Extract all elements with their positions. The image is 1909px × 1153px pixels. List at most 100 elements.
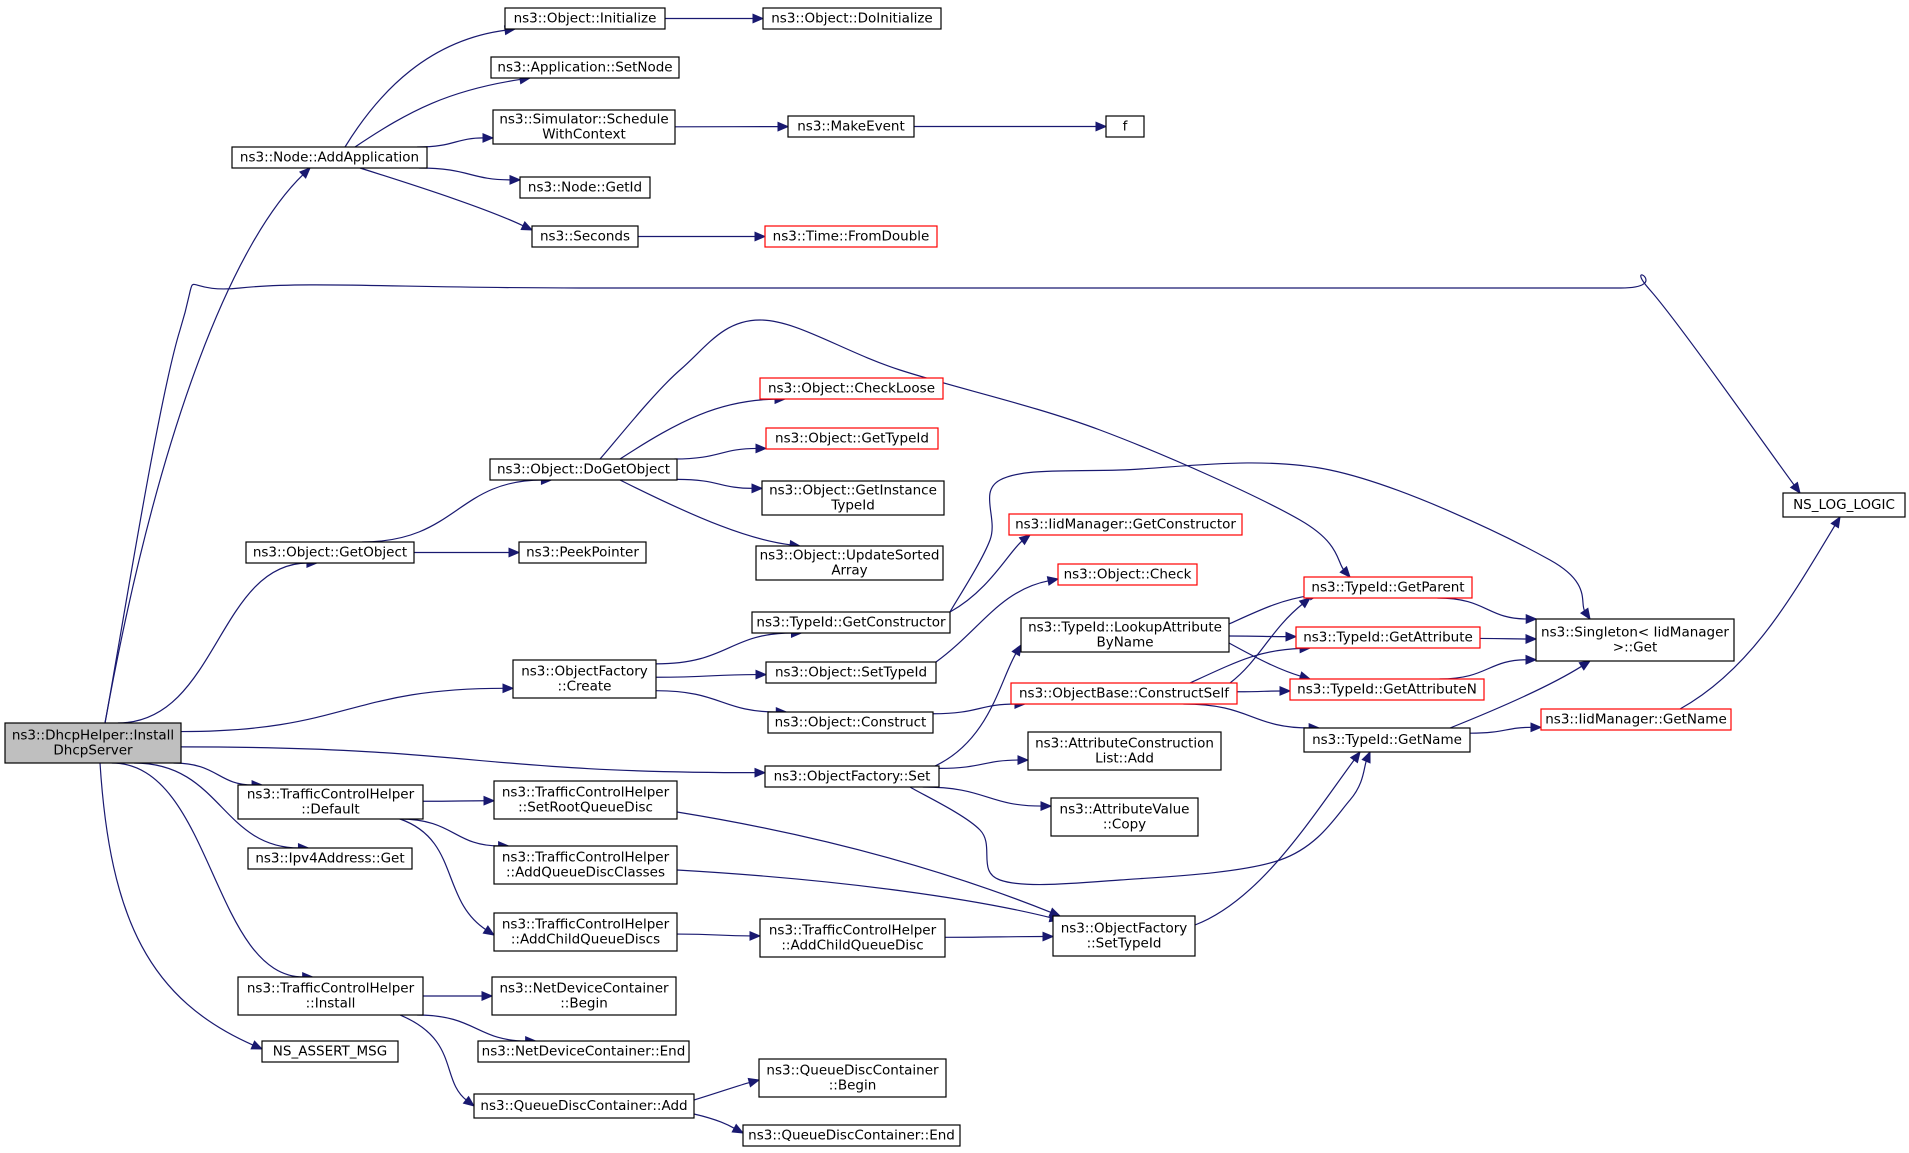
edge-line	[1236, 690, 1282, 693]
node-label: ns3::TypeId::GetParent	[1311, 580, 1464, 596]
node-iid_getname[interactable]: ns3::IidManager::GetName	[1540, 708, 1732, 731]
node-tch_default[interactable]: ns3::TrafficControlHelper::Default	[237, 784, 424, 820]
edge-line	[180, 687, 505, 733]
node-typeid_getname[interactable]: ns3::TypeId::GetName	[1303, 727, 1471, 753]
node-app_setnode[interactable]: ns3::Application::SetNode	[490, 56, 680, 79]
node-label: List::Add	[1095, 751, 1154, 767]
node-tch_addchild[interactable]: ns3::TrafficControlHelper::AddChildQueue…	[759, 918, 946, 958]
node-label: ns3::PeekPointer	[526, 545, 639, 561]
edge-line	[417, 1014, 527, 1042]
node-box	[231, 146, 428, 169]
node-objfactory_settypeid[interactable]: ns3::ObjectFactory::SetTypeId	[1052, 915, 1196, 957]
edge-typeid_getparent-to-singleton_get	[1437, 597, 1538, 624]
node-obj_dogetobject[interactable]: ns3::Object::DoGetObject	[489, 458, 678, 481]
node-obj_check[interactable]: ns3::Object::Check	[1057, 563, 1198, 586]
node-node_addapp[interactable]: ns3::Node::AddApplication	[231, 146, 428, 169]
node-label: ns3::Object::SetTypeId	[775, 665, 927, 681]
edge-line	[676, 933, 752, 937]
edge-objfactory_set-to-typeid_getname	[909, 750, 1371, 886]
node-ns_assert_msg[interactable]: NS_ASSERT_MSG	[261, 1040, 399, 1063]
node-label: ns3::IidManager::GetName	[1545, 712, 1727, 728]
edge-line	[422, 800, 486, 802]
node-label: ByName	[1096, 635, 1153, 651]
edge-typeid_getattrn-to-singleton_get	[1439, 654, 1538, 680]
edge-objbase_constructself-to-typeid_getattrn	[1236, 686, 1292, 696]
node-singleton_get[interactable]: ns3::Singleton< IidManager>::Get	[1535, 618, 1735, 662]
node-time_fromdouble[interactable]: ns3::Time::FromDouble	[764, 225, 938, 248]
node-label: ns3::Node::AddApplication	[240, 150, 419, 166]
node-typeid_getparent[interactable]: ns3::TypeId::GetParent	[1303, 576, 1473, 599]
node-label: ns3::Object::DoGetObject	[497, 462, 670, 478]
node-label: ns3::TrafficControlHelper	[502, 917, 670, 933]
node-tch_addclasses[interactable]: ns3::TrafficControlHelper::AddQueueDiscC…	[493, 845, 678, 885]
arrowhead-icon	[1830, 515, 1841, 529]
node-qdc_end[interactable]: ns3::QueueDiscContainer::End	[742, 1124, 961, 1147]
node-iid_getctor[interactable]: ns3::IidManager::GetConstructor	[1008, 513, 1243, 536]
node-objbase_constructself[interactable]: ns3::ObjectBase::ConstructSelf	[1010, 682, 1238, 705]
node-obj_gettypeid[interactable]: ns3::Object::GetTypeId	[765, 427, 939, 450]
node-box	[518, 541, 647, 564]
edge-line	[938, 759, 1020, 769]
node-box	[512, 659, 657, 699]
node-obj_checkloose[interactable]: ns3::Object::CheckLoose	[759, 377, 944, 400]
node-tch_addchilds[interactable]: ns3::TrafficControlHelper::AddChildQueue…	[493, 912, 678, 952]
node-tch_setroot[interactable]: ns3::TrafficControlHelper::SetRootQueueD…	[493, 780, 678, 820]
node-typeid_getctor[interactable]: ns3::TypeId::GetConstructor	[751, 611, 951, 634]
node-box	[1782, 492, 1906, 518]
node-label: ns3::TrafficControlHelper	[247, 981, 415, 997]
node-node_getid[interactable]: ns3::Node::GetId	[519, 176, 651, 199]
arrowhead-icon	[754, 767, 767, 778]
edge-line	[655, 690, 778, 713]
edge-line	[693, 1081, 751, 1101]
node-label: ns3::Object::Check	[1064, 567, 1192, 583]
node-label: ns3::QueueDiscContainer::Add	[480, 1098, 687, 1114]
node-box	[761, 480, 945, 516]
node-obj_settypeid[interactable]: ns3::Object::SetTypeId	[765, 661, 937, 684]
node-label: Array	[831, 563, 867, 579]
arrowhead-icon	[751, 483, 764, 494]
node-label: ns3::Simulator::Schedule	[499, 112, 668, 128]
edge-line	[1229, 603, 1304, 684]
node-ipv4_get[interactable]: ns3::Ipv4Address::Get	[247, 847, 413, 870]
node-ndc_begin[interactable]: ns3::NetDeviceContainer::Begin	[491, 976, 677, 1016]
edge-line	[676, 811, 1052, 914]
node-label: ns3::Object::Initialize	[514, 11, 657, 27]
edge-objfactory_create-to-obj_construct	[655, 690, 788, 717]
node-obj_init[interactable]: ns3::Object::Initialize	[504, 7, 666, 30]
node-ns_log_logic[interactable]: NS_LOG_LOGIC	[1782, 492, 1906, 518]
edge-objbase_constructself-to-typeid_getname	[1183, 703, 1321, 733]
node-obj_construct[interactable]: ns3::Object::Construct	[767, 711, 934, 734]
node-obj_getobject[interactable]: ns3::Object::GetObject	[245, 541, 415, 564]
node-label: ns3::Time::FromDouble	[773, 229, 930, 245]
node-qdc_add[interactable]: ns3::QueueDiscContainer::Add	[473, 1093, 695, 1119]
node-typeid_getattr[interactable]: ns3::TypeId::GetAttribute	[1295, 626, 1481, 649]
node-obj_doinit[interactable]: ns3::Object::DoInitialize	[762, 7, 942, 30]
node-make_event[interactable]: ns3::MakeEvent	[787, 115, 915, 138]
edge-line	[1189, 647, 1302, 684]
node-typeid_getattrn[interactable]: ns3::TypeId::GetAttributeN	[1289, 678, 1485, 701]
node-box	[767, 711, 934, 734]
node-box	[1105, 115, 1145, 138]
edge-line	[111, 762, 304, 978]
node-peekpointer[interactable]: ns3::PeekPointer	[518, 541, 647, 564]
node-label: ns3::Ipv4Address::Get	[255, 851, 404, 867]
edge-line	[922, 786, 1043, 807]
node-qdc_begin[interactable]: ns3::QueueDiscContainer::Begin	[758, 1058, 947, 1098]
node-tch_install[interactable]: ns3::TrafficControlHelper::Install	[237, 976, 424, 1016]
node-objfactory_create[interactable]: ns3::ObjectFactory::Create	[512, 659, 657, 699]
node-objfactory_set[interactable]: ns3::ObjectFactory::Set	[764, 765, 940, 788]
edge-line	[399, 818, 500, 847]
node-ndc_end[interactable]: ns3::NetDeviceContainer::End	[477, 1040, 690, 1063]
node-attrval_copy[interactable]: ns3::AttributeValue::Copy	[1050, 797, 1199, 837]
edge-install_dhcp-to-node_addapp	[104, 167, 311, 724]
arrowhead-icon	[520, 221, 534, 231]
node-f[interactable]: f	[1105, 115, 1145, 138]
edge-line	[354, 78, 522, 148]
node-seconds[interactable]: ns3::Seconds	[531, 225, 639, 248]
